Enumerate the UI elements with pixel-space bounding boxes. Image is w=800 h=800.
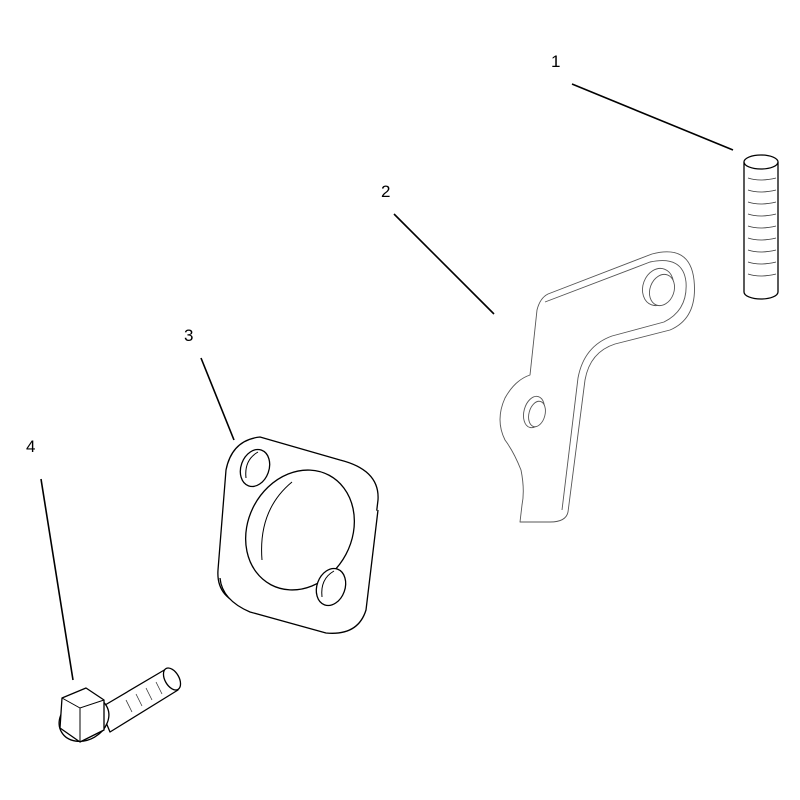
callout-1-label: 1 bbox=[551, 52, 560, 71]
callout-1: 1 bbox=[551, 52, 734, 151]
callout-3-leader bbox=[200, 357, 235, 441]
callout-3: 3 bbox=[184, 326, 235, 441]
callout-2-leader bbox=[393, 213, 495, 315]
callout-3-label: 3 bbox=[184, 326, 193, 345]
callout-1-leader bbox=[571, 83, 734, 151]
callout-4: 4 bbox=[26, 437, 74, 681]
callout-2-label: 2 bbox=[381, 182, 390, 201]
flange-gasket bbox=[217, 436, 379, 634]
flange-bolt bbox=[58, 667, 182, 743]
mounting-bracket bbox=[499, 251, 695, 523]
callout-2: 2 bbox=[381, 182, 495, 315]
callout-4-leader bbox=[40, 478, 74, 681]
dowel-pin bbox=[743, 154, 779, 300]
callout-4-label: 4 bbox=[26, 437, 35, 456]
